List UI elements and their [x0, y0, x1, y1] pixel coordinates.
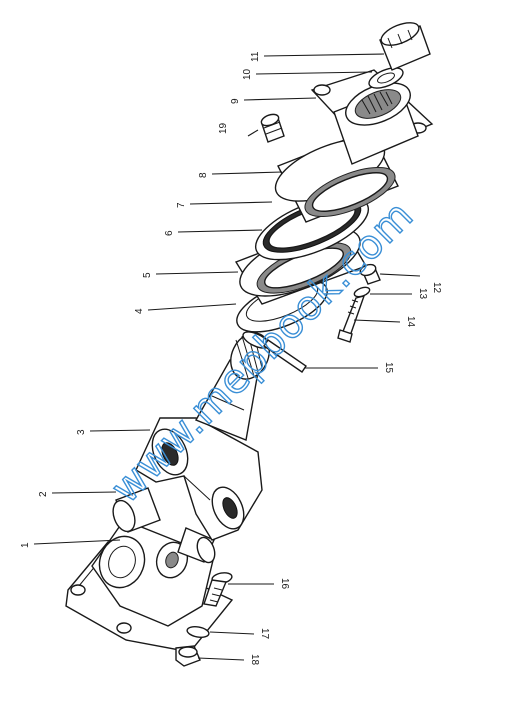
callout-10: 10: [242, 68, 253, 80]
callout-4: 4: [134, 308, 145, 314]
callout-7: 7: [176, 202, 187, 208]
leader-line-6: [177, 229, 263, 233]
leader-line-14: [353, 319, 401, 323]
leader-line-3: [89, 429, 151, 432]
callout-1: 1: [20, 542, 31, 548]
callout-14: 14: [405, 316, 416, 328]
pin-part: [263, 339, 307, 373]
callout-6: 6: [164, 230, 175, 236]
callout-11: 11: [250, 51, 261, 62]
bolt-14-part: [337, 286, 371, 343]
leader-line-5: [155, 271, 239, 275]
callout-8: 8: [198, 172, 209, 178]
callout-15: 15: [383, 362, 394, 374]
nut-12-part: [359, 263, 381, 285]
callout-numbers: 1 2 3 4 5 6 7 8 9 10 11 12 13 14 15 16 1…: [20, 51, 442, 665]
castle-nut-part: [379, 22, 431, 71]
leader-line-2: [51, 491, 117, 494]
callout-9: 9: [230, 98, 241, 104]
callout-5: 5: [142, 272, 153, 278]
side-plug-part: [112, 487, 216, 564]
callout-19: 19: [218, 122, 229, 134]
callout-3: 3: [76, 429, 87, 435]
leader-line-9: [243, 97, 317, 101]
leader-line-19: [247, 129, 259, 137]
leader-line-7: [189, 201, 273, 205]
leader-line-8: [211, 171, 283, 175]
leader-line-11: [263, 53, 385, 57]
leader-line-1: [33, 539, 121, 545]
bolt-16-part: [203, 572, 233, 607]
bearing-flange-part: [310, 69, 434, 165]
leader-line-4: [147, 303, 237, 311]
callout-16: 16: [279, 578, 290, 590]
callout-12: 12: [431, 282, 442, 294]
leader-line-17: [209, 631, 255, 635]
callout-17: 17: [259, 628, 270, 640]
yoke-housing-part: [135, 359, 263, 541]
leader-line-10: [255, 71, 373, 75]
callout-2: 2: [38, 491, 49, 497]
leader-lines: [33, 53, 421, 661]
spline-shaft-part: [230, 331, 270, 380]
breather-fitting-part: [260, 113, 285, 143]
callout-13: 13: [417, 288, 428, 300]
leader-line-12: [379, 273, 421, 277]
washer-part: [368, 67, 404, 89]
lock-washer-part: [186, 626, 210, 638]
hex-nut-part: [175, 645, 201, 667]
callout-18: 18: [249, 654, 260, 666]
leader-line-18: [197, 657, 245, 661]
